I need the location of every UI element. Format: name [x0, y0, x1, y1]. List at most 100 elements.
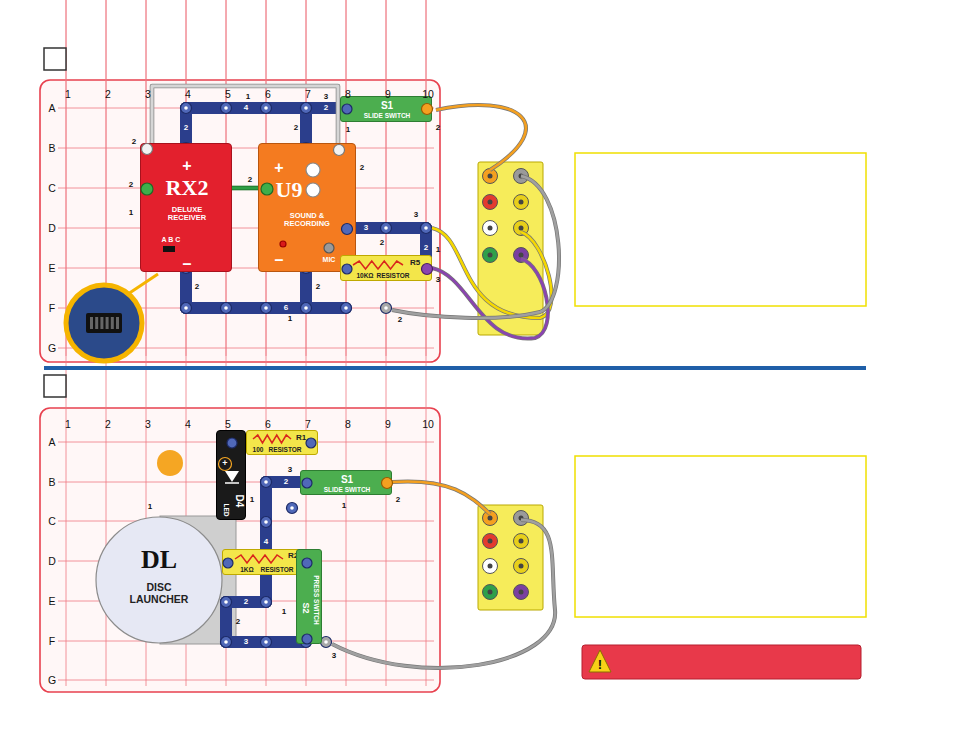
snap-center	[290, 506, 294, 510]
part-detail	[342, 104, 352, 114]
part-detail	[261, 183, 273, 195]
snap	[261, 597, 272, 608]
snap-center	[224, 600, 228, 604]
press-switch: S2PRESS SWITCH	[296, 549, 322, 644]
snap-center	[384, 306, 388, 310]
grid-column-label: 6	[265, 89, 271, 100]
part-label: RESISTOR	[268, 446, 301, 453]
switch-tooth	[90, 317, 93, 329]
part-label: DELUXE RECEIVER	[155, 206, 219, 223]
callout-number: 4	[264, 538, 268, 546]
snap	[421, 223, 432, 234]
jumper-wire	[392, 481, 490, 514]
callout-number: 2	[184, 124, 188, 132]
snap-center	[184, 106, 188, 110]
part-detail	[302, 634, 312, 644]
grid-row-label: G	[48, 675, 56, 686]
resistor: R1100RESISTOR	[246, 430, 318, 455]
battery-terminal	[483, 534, 498, 549]
snap-center	[304, 306, 308, 310]
snap-wire	[226, 636, 306, 648]
grid-column-label: 4	[185, 89, 191, 100]
callout-number: 2	[380, 239, 384, 247]
part-label: 100	[253, 446, 264, 453]
callout-number: 2	[248, 176, 252, 184]
grid-column-label: 8	[345, 89, 351, 100]
snap	[301, 303, 312, 314]
breadboard-panel	[40, 80, 440, 362]
part-label: RESISTOR	[260, 566, 293, 573]
terminal-hole	[519, 200, 524, 205]
leader-line	[128, 274, 158, 294]
callout-number: 1	[342, 502, 346, 510]
snap-wire	[260, 482, 272, 602]
symbol-line	[225, 482, 239, 484]
terminal-hole	[519, 564, 524, 569]
snap	[321, 637, 332, 648]
part-graphic-group	[261, 145, 353, 254]
symbol-line	[235, 555, 283, 563]
callout-number: 4	[244, 104, 248, 112]
part-detail	[223, 558, 233, 568]
snap-center	[264, 480, 268, 484]
part-graphic-group	[253, 435, 316, 448]
battery-terminal	[514, 585, 529, 600]
callout-number: 1	[250, 496, 254, 504]
jumper-wire	[152, 86, 338, 143]
grid-column-label: 1	[65, 419, 71, 430]
snap-center	[264, 600, 268, 604]
step-box	[44, 375, 66, 397]
battery-terminal	[483, 248, 498, 263]
switch-tooth	[100, 317, 103, 329]
grid-line	[58, 680, 434, 681]
warning-triangle	[589, 650, 611, 672]
snap	[261, 303, 272, 314]
callout-number: 2	[436, 124, 440, 132]
grid-column-label: 9	[385, 419, 391, 430]
grid-row-label: C	[48, 183, 56, 194]
battery-terminal	[514, 559, 529, 574]
grid-column-label: 2	[105, 419, 111, 430]
divider-line	[44, 366, 866, 370]
part-label: S1	[341, 474, 353, 485]
snap-wire	[346, 222, 426, 234]
terminal-hole	[488, 253, 493, 258]
snap	[221, 637, 232, 648]
battery-terminal	[483, 559, 498, 574]
snap-center	[304, 106, 308, 110]
snap-center	[304, 306, 308, 310]
resistor: R510KΩRESISTOR	[340, 255, 432, 281]
callout-number: 3	[288, 466, 292, 474]
part-label: RX2	[166, 176, 209, 200]
part-label: S1	[381, 100, 393, 111]
note-box	[575, 153, 866, 306]
callout-number: 1	[129, 209, 133, 217]
part-detail	[96, 517, 222, 643]
part-label: S2	[300, 602, 310, 613]
grid-line	[66, 0, 67, 686]
callout-dot	[157, 450, 183, 476]
jumper-wire	[232, 187, 258, 190]
terminal-hole	[519, 590, 524, 595]
snap-center	[184, 306, 188, 310]
switch-closeup	[86, 313, 122, 333]
part-label: U9	[276, 178, 303, 202]
symbol-line	[353, 261, 403, 269]
grid-line	[58, 148, 434, 149]
callout-number: 3	[324, 93, 328, 101]
part-detail	[306, 438, 316, 448]
part-detail	[306, 163, 320, 177]
jumper-wire	[432, 259, 548, 338]
jumper-wire-outline	[332, 520, 555, 668]
part-detail	[334, 145, 345, 156]
snap	[381, 303, 392, 314]
part-detail	[422, 104, 433, 115]
grid-row-label: E	[48, 596, 55, 607]
snap	[381, 223, 392, 234]
part-detail	[342, 264, 352, 274]
grid-column-label: 1	[65, 89, 71, 100]
part-graphic-group	[96, 517, 222, 643]
part-detail	[280, 241, 286, 247]
